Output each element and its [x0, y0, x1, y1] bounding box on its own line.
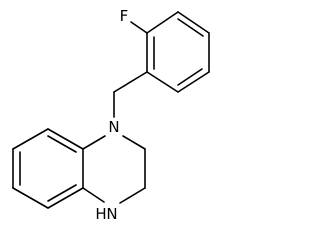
double-bond-inner [47, 184, 77, 202]
benzo-ring [12, 128, 84, 209]
bond [122, 135, 146, 150]
double-bond-inner [177, 18, 204, 37]
double-bond-inner [47, 135, 77, 153]
ring-nitrogen-label: N [108, 118, 119, 136]
bond [146, 71, 179, 93]
bond [177, 11, 210, 34]
bond [146, 11, 179, 34]
double-bond-inner [177, 68, 203, 86]
amine-hydrogen-label: H [95, 205, 106, 223]
bond [12, 187, 49, 209]
bond [47, 128, 84, 150]
chemical-structure-diagram: F N H N [12, 7, 210, 223]
carbon-fluorine-bond [130, 21, 148, 34]
bond [119, 187, 146, 204]
fluorine-label: F [120, 7, 129, 25]
bond [177, 71, 210, 93]
fluorophenyl-ring [146, 11, 210, 93]
benzyl-bond [113, 71, 148, 93]
bond [47, 187, 84, 209]
bond [12, 128, 49, 150]
bond [82, 187, 105, 203]
amine-nitrogen-label: N [106, 205, 117, 223]
bond [82, 135, 106, 150]
piperazine-ring [82, 135, 146, 204]
